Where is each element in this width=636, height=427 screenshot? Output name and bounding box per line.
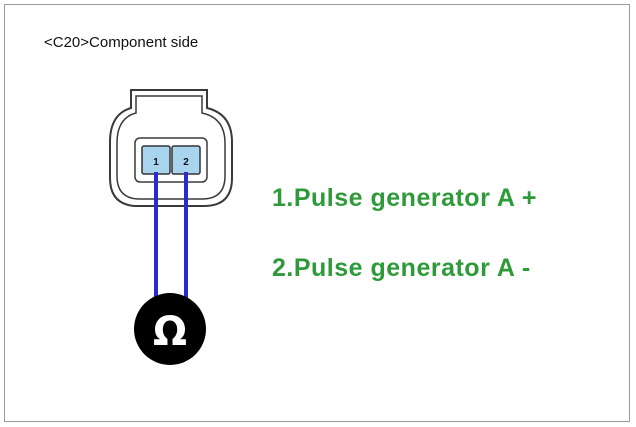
pin-2-label: 2 — [183, 157, 189, 168]
pin-1-label: 1 — [153, 157, 159, 168]
diagram-frame — [4, 4, 630, 422]
ohmmeter-icon: Ω — [134, 293, 206, 365]
page-title: <C20>Component side — [44, 34, 199, 51]
ohm-symbol: Ω — [153, 309, 187, 355]
legend-item-pin-1: 1.Pulse generator A + — [272, 184, 537, 212]
legend-item-pin-2: 2.Pulse generator A - — [272, 254, 531, 282]
connector-housing: 1 2 — [109, 89, 233, 207]
